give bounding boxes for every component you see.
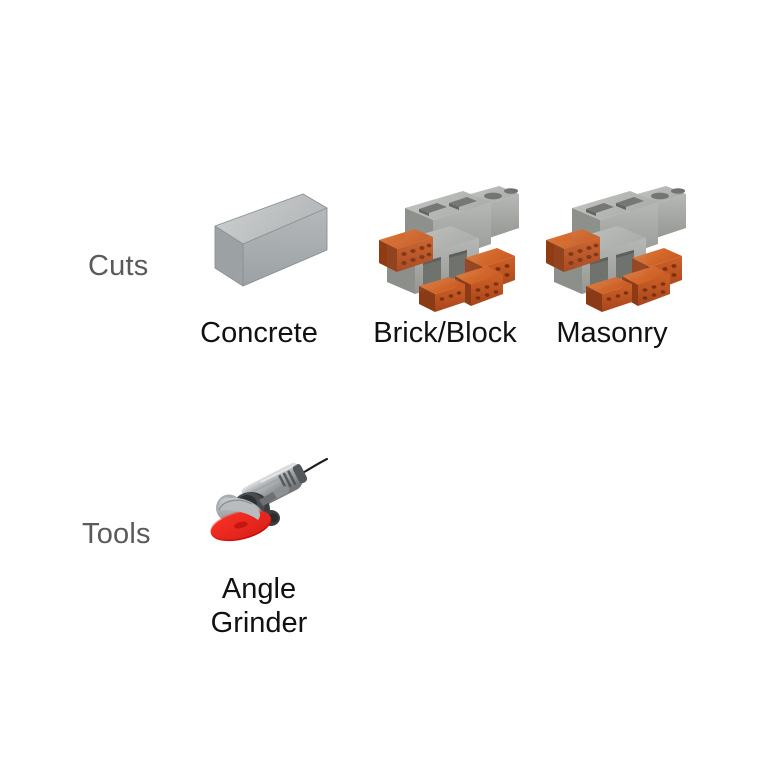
angle-grinder-art bbox=[185, 450, 333, 568]
caption-masonry: Masonry bbox=[556, 317, 668, 349]
concrete-art bbox=[185, 182, 333, 312]
cell-angle-grinder[interactable]: Angle Grinder bbox=[185, 450, 333, 640]
caption-angle-grinder: Angle Grinder bbox=[210, 573, 308, 639]
masonry-stack-icon bbox=[371, 182, 519, 312]
cell-brick-block[interactable]: Brick/Block bbox=[371, 182, 519, 350]
caption-brick-block: Brick/Block bbox=[373, 317, 517, 349]
masonry-stack-icon bbox=[538, 182, 686, 312]
cell-concrete[interactable]: Concrete bbox=[185, 182, 333, 350]
row-label-tools: Tools bbox=[82, 518, 151, 550]
angle-grinder-icon bbox=[189, 452, 329, 564]
cell-masonry[interactable]: Masonry bbox=[538, 182, 686, 350]
masonry-art bbox=[538, 182, 686, 312]
row-label-cuts: Cuts bbox=[88, 250, 149, 282]
brick-block-art bbox=[371, 182, 519, 312]
caption-concrete: Concrete bbox=[200, 317, 318, 349]
concrete-block-icon bbox=[191, 188, 328, 306]
